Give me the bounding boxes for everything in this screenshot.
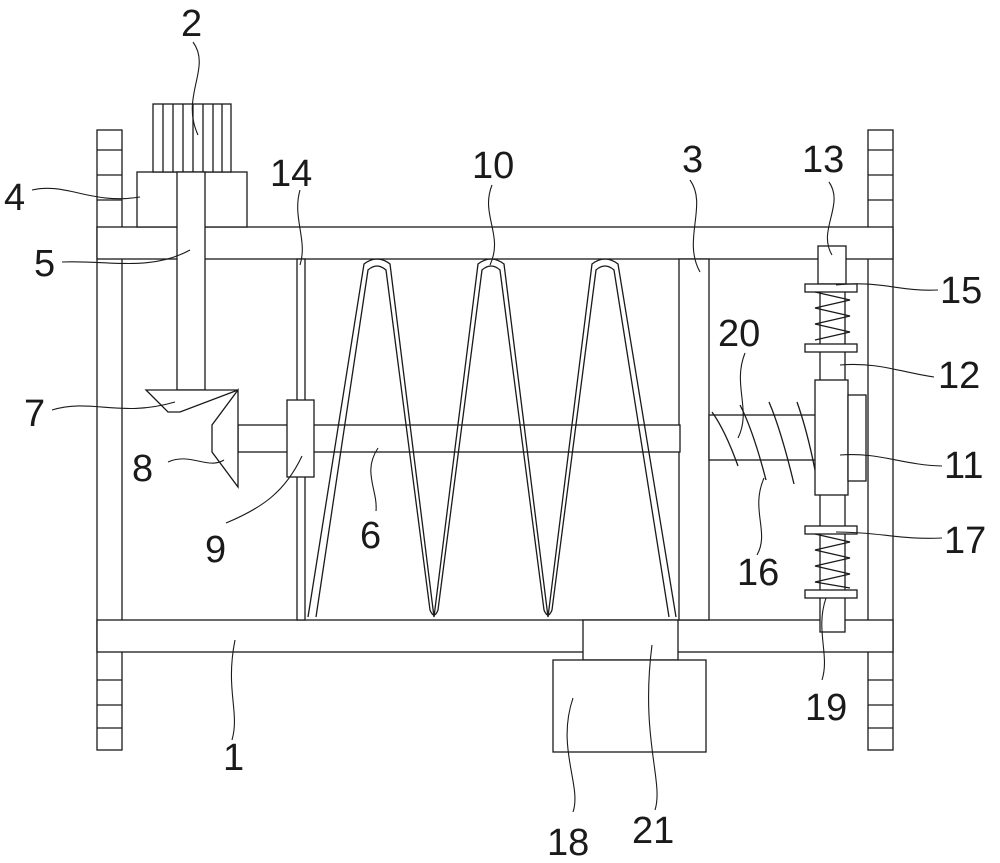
collar-lower-bottom (804, 589, 858, 599)
bearing (286, 399, 315, 478)
label-16: 16 (737, 552, 779, 594)
label-4: 4 (4, 177, 25, 219)
label-7: 7 (24, 393, 45, 435)
label-17: 17 (944, 520, 986, 562)
label-1: 1 (223, 737, 244, 779)
label-9: 9 (205, 529, 226, 571)
threaded-rod (708, 414, 817, 461)
bottom-connector (582, 619, 679, 661)
label-6: 6 (360, 515, 381, 557)
helical-spring (307, 258, 677, 618)
label-14: 14 (270, 153, 312, 195)
label-13: 13 (802, 139, 844, 181)
label-3: 3 (682, 139, 703, 181)
bevel-gear-top (144, 389, 239, 413)
label-11: 11 (944, 445, 983, 487)
label-21: 21 (632, 810, 674, 852)
lower-spring (814, 533, 851, 589)
collar-upper-bottom (804, 343, 858, 353)
label-5: 5 (34, 243, 55, 285)
top-block (817, 245, 847, 285)
label-8: 8 (132, 448, 153, 490)
left-rail (96, 129, 123, 751)
vertical-shaft (176, 171, 206, 391)
bottom-beam (96, 619, 894, 653)
label-15: 15 (940, 270, 982, 312)
leader-lines (31, 41, 943, 813)
label-20: 20 (718, 313, 760, 355)
screw-thread (711, 401, 816, 485)
label-12: 12 (938, 355, 980, 397)
label-2: 2 (181, 3, 202, 45)
right-rail (867, 129, 894, 751)
slider-block (814, 379, 849, 496)
slider-plate (847, 394, 867, 482)
collar-upper-top (804, 283, 858, 293)
part-labels: 2 4 5 7 8 9 6 14 10 3 13 15 12 20 11 17 … (4, 3, 986, 863)
label-18: 18 (547, 822, 589, 863)
label-19: 19 (805, 687, 847, 729)
upper-spring (814, 291, 851, 341)
label-10: 10 (472, 145, 514, 187)
bevel-gear-side (211, 388, 239, 489)
collar-lower-top (804, 525, 858, 535)
right-plate (678, 258, 710, 621)
bottom-motor (552, 659, 707, 753)
